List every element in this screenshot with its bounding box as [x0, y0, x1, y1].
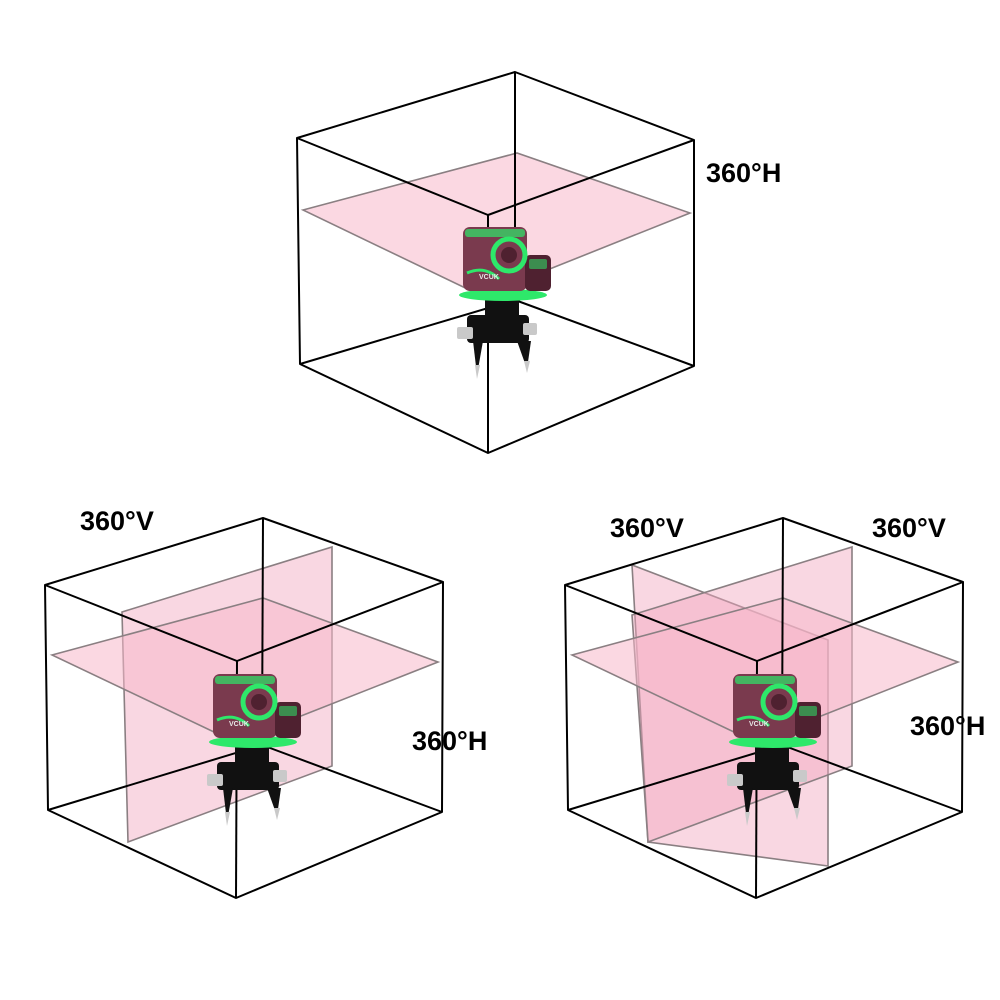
device-front-ring — [490, 236, 528, 274]
horizontal-plane — [569, 597, 961, 743]
device-foot-right — [794, 808, 800, 820]
label-360-h: 360°H — [706, 158, 781, 188]
device-side-lens — [529, 259, 547, 269]
device-side-trim — [466, 268, 501, 281]
laser-level-device: VCUK — [457, 227, 551, 379]
device-leg-left — [223, 788, 233, 822]
panel-top: VCUK 360°H — [296, 71, 781, 454]
device-side-trim — [736, 715, 771, 728]
device-foot-right — [524, 361, 530, 373]
device-brand-text: VCUK — [749, 721, 769, 728]
device-front-ring — [760, 683, 798, 721]
device-knob-right — [793, 770, 807, 782]
device-leg-left — [743, 788, 753, 822]
panel-right: VCUK 360°V 360°V 360°H — [564, 513, 985, 899]
device-foot-left — [475, 365, 480, 379]
device-brand-text: VCUK — [479, 274, 499, 281]
label-360-h: 360°H — [910, 711, 985, 741]
device-top-trim — [465, 229, 525, 237]
panel-left: VCUK 360°V 360°H — [44, 506, 487, 899]
laser-level-device: VCUK — [207, 674, 301, 826]
device-knob-left — [457, 327, 473, 339]
device-base — [737, 762, 799, 790]
device-top-trim — [735, 676, 795, 684]
device-leg-left — [473, 341, 483, 375]
device-front-lens — [251, 694, 267, 710]
horizontal-plane — [300, 152, 693, 297]
laser-level-device: VCUK — [727, 674, 821, 826]
device-neck — [755, 746, 789, 764]
device-knob-left — [727, 774, 743, 786]
device-front-ring — [240, 683, 278, 721]
device-side-lens — [279, 706, 297, 716]
device-knob-right — [273, 770, 287, 782]
device-side-trim — [216, 715, 251, 728]
label-360-h: 360°H — [412, 726, 487, 756]
device-laser-window — [209, 736, 297, 748]
label-360-v-2: 360°V — [872, 513, 946, 543]
device-laser-window — [729, 736, 817, 748]
device-knob-right — [523, 323, 537, 335]
device-neck — [485, 299, 519, 317]
device-side-lens — [799, 706, 817, 716]
horizontal-plane — [49, 597, 441, 743]
device-foot-left — [745, 812, 750, 826]
device-neck — [235, 746, 269, 764]
device-base — [217, 762, 279, 790]
label-360-v: 360°V — [80, 506, 154, 536]
device-top-trim — [215, 676, 275, 684]
device-foot-left — [225, 812, 230, 826]
device-base — [467, 315, 529, 343]
device-knob-left — [207, 774, 223, 786]
device-laser-window — [459, 289, 547, 301]
device-foot-right — [274, 808, 280, 820]
device-brand-text: VCUK — [229, 721, 249, 728]
label-360-v-1: 360°V — [610, 513, 684, 543]
device-front-lens — [771, 694, 787, 710]
device-front-lens — [501, 247, 517, 263]
